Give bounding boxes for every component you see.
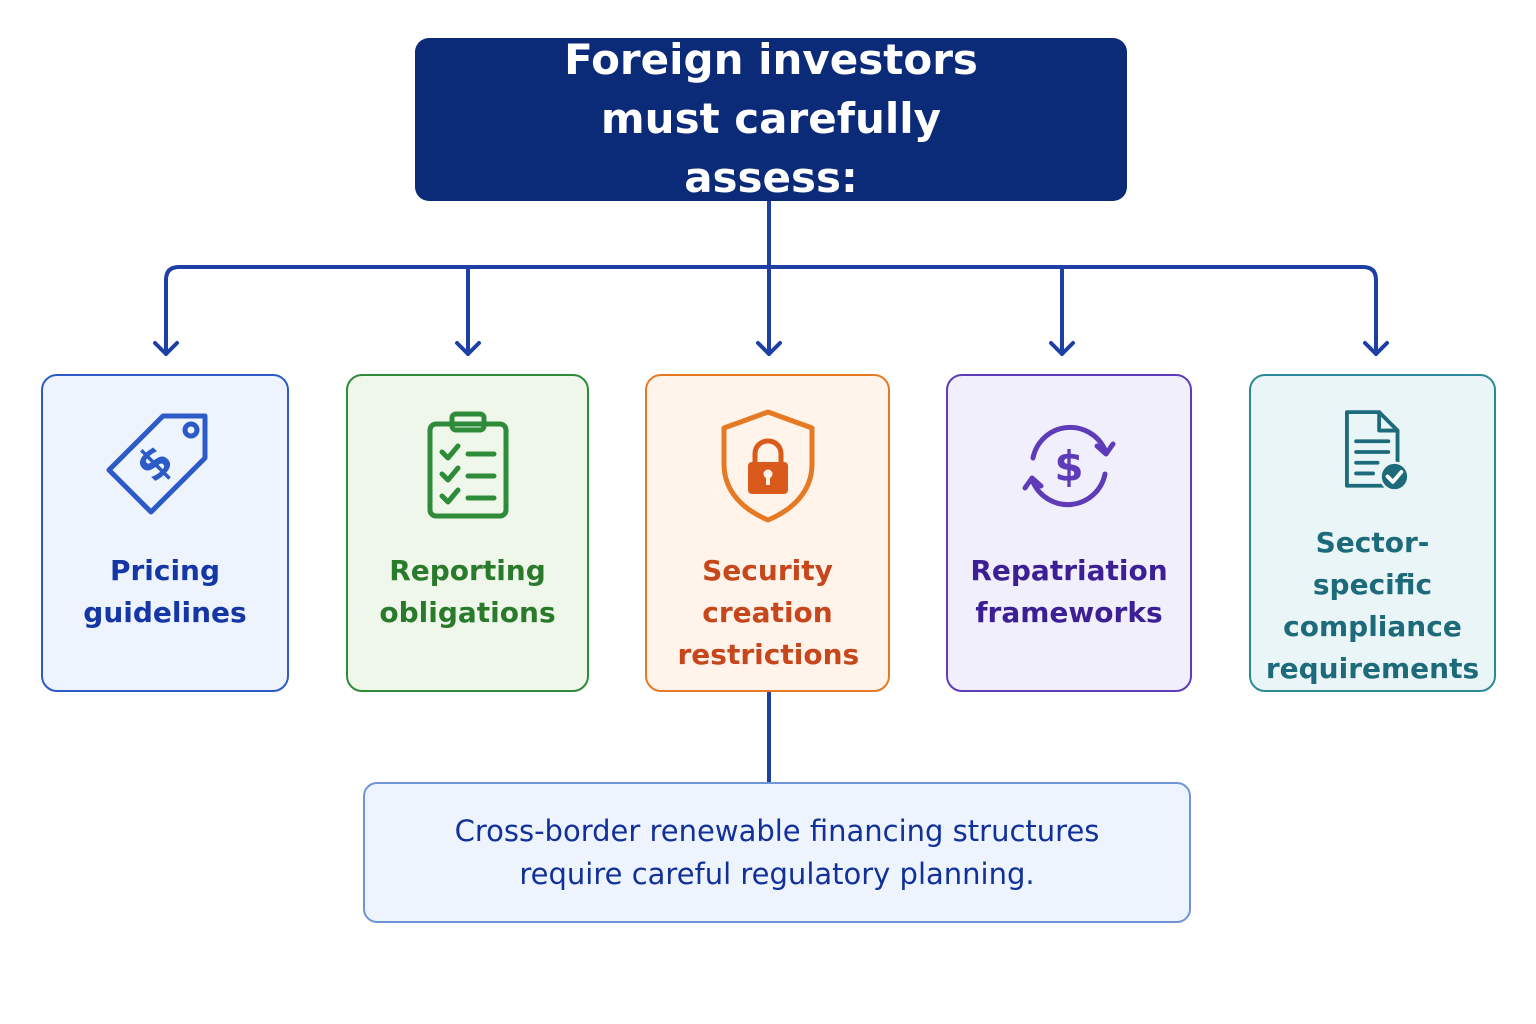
arrow-head-2 <box>455 341 481 356</box>
card-label: Repatriation frameworks <box>970 554 1168 629</box>
arrow-head-3 <box>756 341 782 356</box>
arrow-head-4 <box>1049 341 1075 356</box>
note-box: Cross-border renewable financing structu… <box>363 782 1191 923</box>
card-sector-specific-compliance: Sector-specific compliance requirements <box>1249 374 1496 692</box>
note-text: Cross-border renewable financing structu… <box>454 813 1100 891</box>
card-repatriation-frameworks: $ Repatriation frameworks <box>946 374 1192 692</box>
price-tag-icon: $ <box>106 413 208 515</box>
header-title: Foreign investors must carefully assess: <box>564 35 978 202</box>
document-check-icon <box>1344 410 1409 492</box>
card-label: Sector-specific compliance requirements <box>1265 526 1480 685</box>
card-pricing-guidelines: $ Pricing guidelines <box>41 374 289 692</box>
header-box: Foreign investors must carefully assess: <box>415 35 1127 202</box>
svg-text:$: $ <box>1054 442 1083 491</box>
card-label: Reporting obligations <box>379 554 556 629</box>
arrow-head-1 <box>153 341 179 356</box>
currency-cycle-icon: $ <box>1022 424 1116 508</box>
arrow-head-5 <box>1363 341 1389 356</box>
card-reporting-obligations: Reporting obligations <box>346 374 589 692</box>
card-security-creation-restrictions: Security creation restrictions <box>645 374 890 692</box>
card-label: Pricing guidelines <box>83 554 247 629</box>
shield-lock-icon <box>721 409 814 523</box>
card-label: Security creation restrictions <box>677 554 860 671</box>
checklist-icon <box>427 411 508 519</box>
